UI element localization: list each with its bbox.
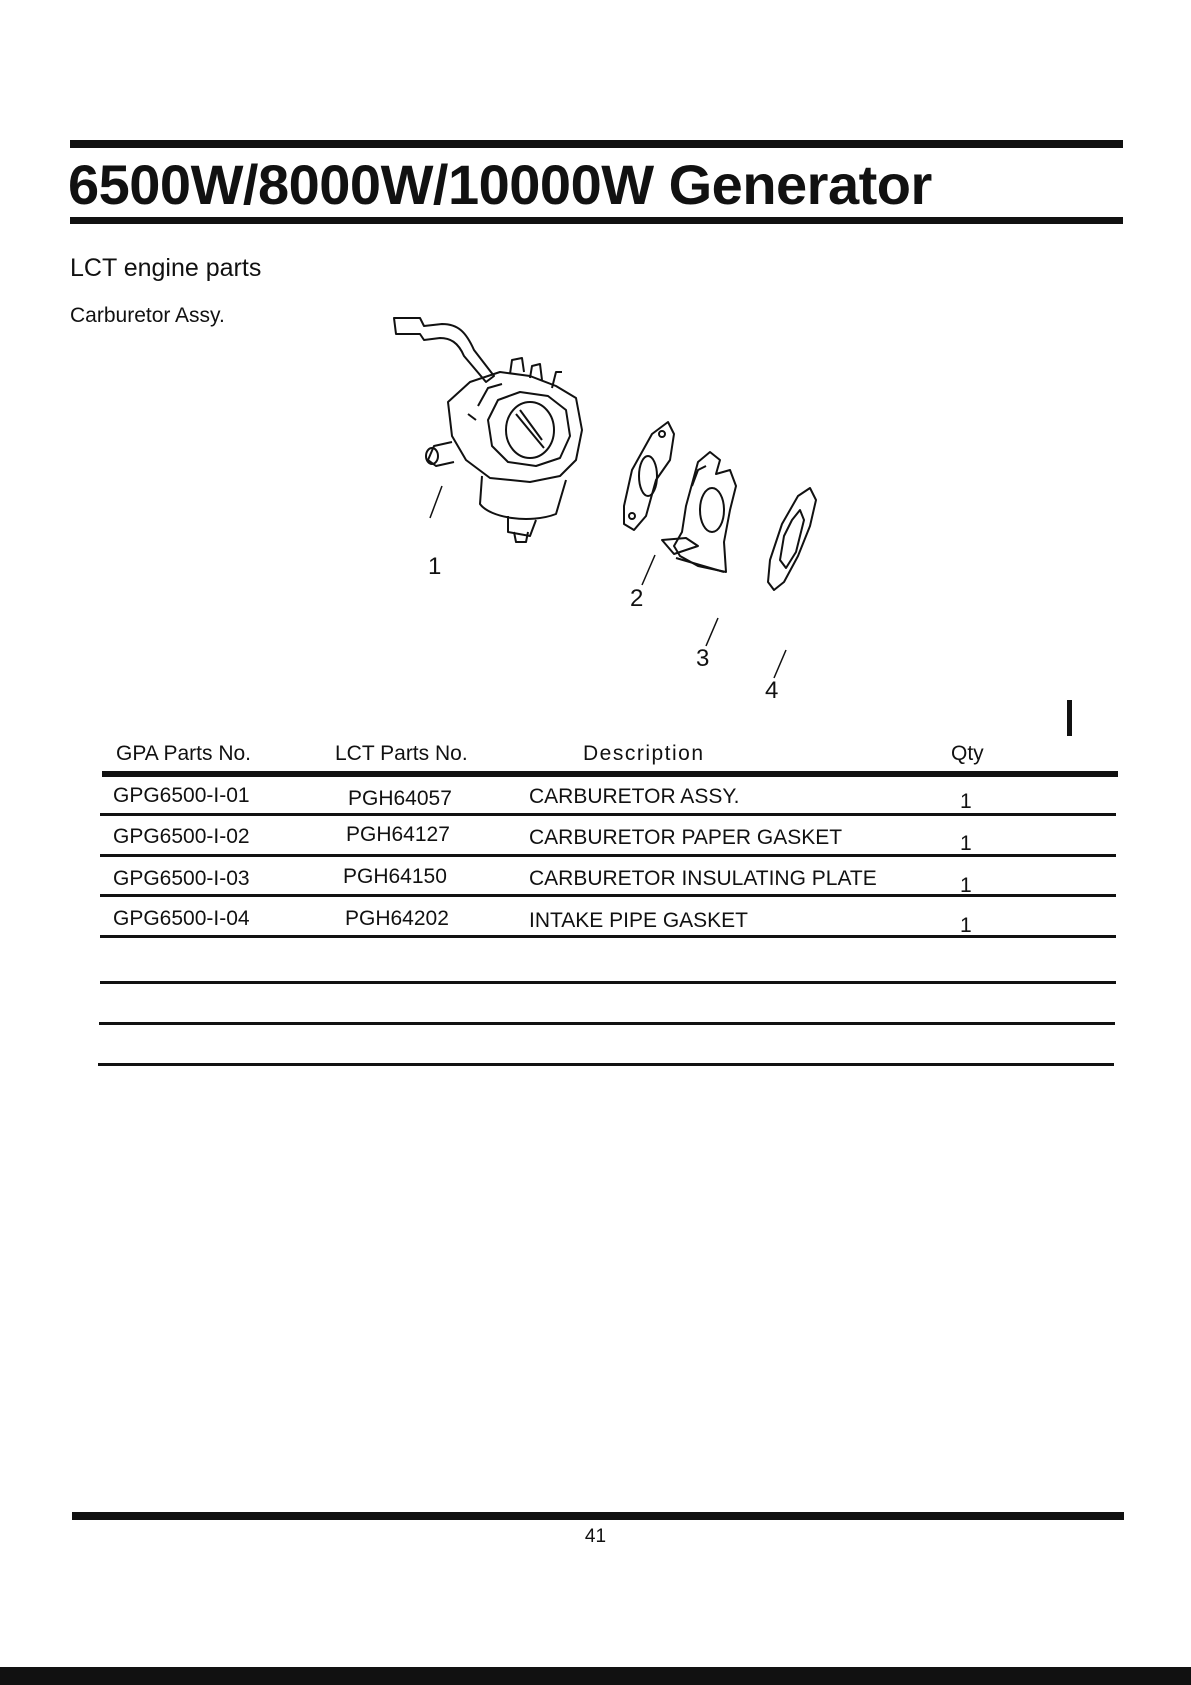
table-row-2-gpa: GPG6500-I-02 [113, 825, 250, 848]
table-row-3-rule [100, 894, 1116, 897]
table-row-4-qty: 1 [960, 914, 972, 937]
table-row-3-qty: 1 [960, 874, 972, 897]
margin-marker-bar [1067, 700, 1072, 736]
table-row-3-lct: PGH64150 [343, 865, 447, 888]
header-qty: Qty [951, 742, 984, 765]
table-row-3-description: CARBURETOR INSULATING PLATE [529, 867, 877, 890]
table-row-2-description: CARBURETOR PAPER GASKET [529, 826, 843, 849]
callout-4: 4 [765, 677, 778, 704]
header-lct-parts-no: LCT Parts No. [335, 742, 468, 765]
paper-gasket-drawing [623, 421, 675, 531]
callout-2: 2 [630, 585, 643, 612]
table-row-4-description: INTAKE PIPE GASKET [529, 909, 749, 932]
title-underline [70, 217, 1123, 224]
page-title: 6500W/8000W/10000W Generator [68, 153, 932, 216]
table-row-3-gpa: GPG6500-I-03 [113, 867, 250, 890]
section-heading: LCT engine parts [70, 254, 262, 282]
table-row-1-qty: 1 [960, 790, 972, 813]
footer-rule [72, 1512, 1124, 1520]
table-empty-rule-3 [98, 1063, 1114, 1066]
header-gpa-parts-no: GPA Parts No. [116, 742, 251, 765]
top-rule [70, 140, 1123, 148]
bottom-edge-band [0, 1667, 1191, 1685]
table-row-1-rule [100, 813, 1116, 816]
table-empty-rule-1 [100, 981, 1116, 984]
table-row-1-lct: PGH64057 [348, 787, 452, 810]
callout-1: 1 [428, 553, 441, 580]
table-row-4-rule [100, 935, 1116, 938]
table-header-rule [102, 771, 1118, 777]
table-row-2-lct: PGH64127 [346, 823, 450, 846]
table-row-2-rule [100, 854, 1116, 857]
subsection-heading: Carburetor Assy. [70, 304, 225, 327]
table-row-4-lct: PGH64202 [345, 907, 449, 930]
callout-3: 3 [696, 645, 709, 672]
page-number: 41 [584, 1526, 607, 1547]
table-row-1-description: CARBURETOR ASSY. [529, 785, 740, 808]
insulating-plate-drawing [661, 451, 737, 573]
carburetor-body-drawing [425, 357, 583, 543]
choke-lever-drawing [393, 317, 495, 383]
table-row-1-gpa: GPG6500-I-01 [113, 784, 250, 807]
table-row-4-gpa: GPG6500-I-04 [113, 907, 250, 930]
table-empty-rule-2 [99, 1022, 1115, 1025]
intake-pipe-gasket-drawing [767, 487, 817, 591]
table-row-2-qty: 1 [960, 832, 972, 855]
header-description: Description [583, 742, 705, 765]
carburetor-exploded-diagram: 1 2 3 4 [393, 317, 817, 704]
